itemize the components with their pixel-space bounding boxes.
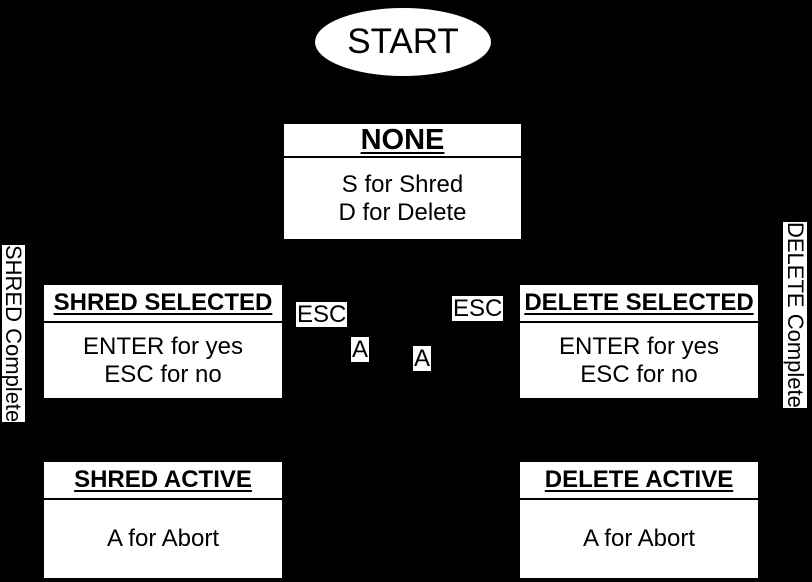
state-title: NONE xyxy=(284,124,521,158)
edge-label-abort-right: A xyxy=(413,345,432,372)
state-body-line: S for Shred xyxy=(341,170,464,198)
state-body-line: ENTER for yes xyxy=(558,332,720,360)
edge-label-abort-left: A xyxy=(351,336,370,363)
state-body-line: A for Abort xyxy=(582,525,696,552)
edge-label-shred-complete: SHRED Complete xyxy=(1,245,26,423)
state-node-delete-active: DELETE ACTIVE A for Abort xyxy=(520,462,758,578)
state-body: A for Abort xyxy=(44,500,282,578)
state-body-line: D for Delete xyxy=(338,198,467,226)
state-body-line: ESC for no xyxy=(104,360,222,388)
state-body: S for Shred D for Delete xyxy=(284,158,521,239)
state-body: ENTER for yes ESC for no xyxy=(44,323,282,398)
state-body: A for Abort xyxy=(520,500,758,578)
state-body-line: ESC for no xyxy=(580,360,698,388)
state-node-shred-active: SHRED ACTIVE A for Abort xyxy=(44,462,282,578)
state-node-shred-selected: SHRED SELECTED ENTER for yes ESC for no xyxy=(44,285,282,398)
edge-label-esc-left: ESC xyxy=(296,301,348,328)
state-node-none: NONE S for Shred D for Delete xyxy=(284,124,521,239)
state-title: SHRED ACTIVE xyxy=(44,462,282,500)
edge-label-esc-right: ESC xyxy=(452,295,504,322)
state-body-line: ENTER for yes xyxy=(82,332,244,360)
state-body-line: A for Abort xyxy=(106,525,220,552)
state-title: SHRED SELECTED xyxy=(44,285,282,323)
state-title: DELETE SELECTED xyxy=(520,285,758,323)
start-node: START xyxy=(315,8,491,76)
state-body: ENTER for yes ESC for no xyxy=(520,323,758,398)
start-label: START xyxy=(347,22,459,61)
edge-label-delete-complete: DELETE Complete xyxy=(783,222,808,408)
state-node-delete-selected: DELETE SELECTED ENTER for yes ESC for no xyxy=(520,285,758,398)
state-title: DELETE ACTIVE xyxy=(520,462,758,500)
